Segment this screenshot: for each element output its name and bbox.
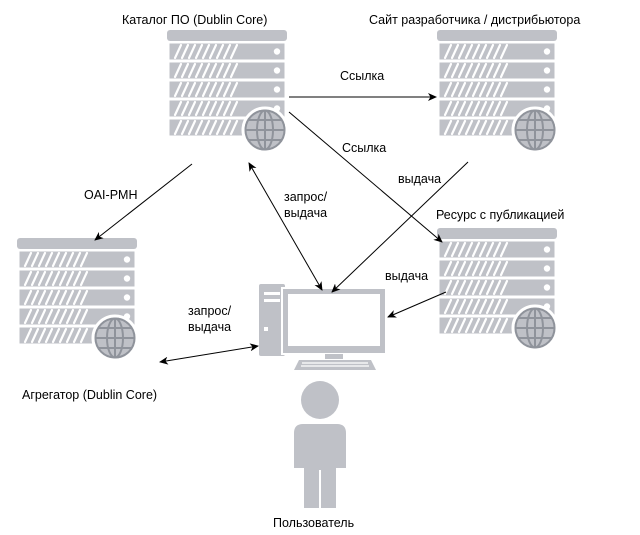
edge-label-oai-pmh: OAI-PMH xyxy=(84,188,137,202)
aggregator-label: Агрегатор (Dublin Core) xyxy=(22,388,157,402)
catalog-label: Каталог ПО (Dublin Core) xyxy=(122,13,267,27)
edge-label-developer-response: выдача xyxy=(398,172,441,186)
edge-label-link-developer: Ссылка xyxy=(340,69,384,83)
edge-label-aggregator-request: запрос/ xyxy=(188,304,232,318)
edge-label-aggregator-response: выдача xyxy=(188,320,231,334)
catalog-server-icon xyxy=(165,28,289,154)
edge-label-link-publication: Ссылка xyxy=(342,141,386,155)
user-label: Пользователь xyxy=(273,516,354,530)
publication-resource-server-icon xyxy=(435,226,559,352)
developer-site-server-icon xyxy=(435,28,559,154)
edge-label-publication-response: выдача xyxy=(385,269,428,283)
edge-publication-to-user xyxy=(387,291,447,318)
aggregator-server-icon xyxy=(15,236,139,362)
edge-aggregator-user xyxy=(159,343,259,365)
edge-catalog-user xyxy=(248,162,323,291)
user-person-icon xyxy=(294,381,346,508)
developer-site-label: Сайт разработчика / дистрибьютора xyxy=(369,13,580,27)
edge-developer-to-user xyxy=(331,161,469,293)
edge-catalog-to-aggregator xyxy=(94,163,193,241)
edge-label-catalog-request: запрос/ xyxy=(284,190,328,204)
edge-catalog-to-publication xyxy=(288,111,443,243)
computer-icon xyxy=(259,284,387,370)
edge-label-catalog-response: выдача xyxy=(284,206,327,220)
publication-resource-label: Ресурс с публикацией xyxy=(436,208,564,222)
